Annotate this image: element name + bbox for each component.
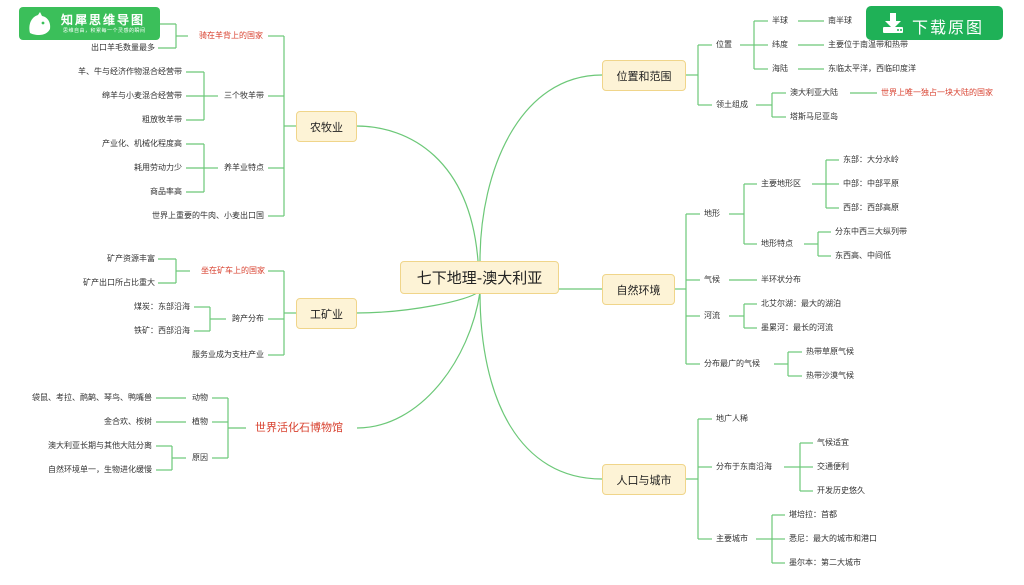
museum-leaf: 金合欢、桉树 [104,417,152,426]
museum-plant: 植物 [192,417,208,426]
nat-leaf: 东部：大分水岭 [843,155,899,164]
nat-regions: 主要地形区 [761,179,801,188]
nat-widest-climate: 分布最广的气候 [704,359,760,368]
mine-distribution: 跨产分布 [232,314,264,323]
nat-terrain: 地形 [704,209,720,218]
brand-logo[interactable]: 知犀思维导图 思维自由，积累每一个灵感的瞬间 [19,7,160,40]
museum-leaf: 自然环境单一，生物进化缓慢 [48,465,152,474]
nat-leaf: 分东中西三大纵列带 [835,227,907,236]
loc-key: 纬度 [772,40,788,49]
loc-island: 塔斯马尼亚岛 [790,112,838,121]
topic-fossil-museum[interactable]: 世界活化石博物馆 [255,421,343,434]
mine-cart-nation: 坐在矿车上的国家 [201,266,265,275]
download-button[interactable]: 下载原图 [866,6,1003,40]
topic-location[interactable]: 位置和范围 [602,60,686,91]
agri-leaf: 羊、牛与经济作物混合经营带 [78,67,182,76]
agri-export: 世界上重要的牛肉、小麦出口国 [152,211,264,220]
museum-leaf: 袋鼠、考拉、鸸鹋、琴鸟、鸭嘴兽 [32,393,152,402]
agri-sheep-belts: 三个牧羊带 [224,91,264,100]
rhino-logo-icon [29,12,51,35]
loc-position: 位置 [716,40,732,49]
pop-southeast: 分布于东南沿海 [716,462,772,471]
topic-population[interactable]: 人口与城市 [602,464,686,495]
loc-mainland: 澳大利亚大陆 [790,88,838,97]
mine-service: 服务业成为支柱产业 [192,350,264,359]
nat-leaf: 中部：中部平原 [843,179,899,188]
agri-sheep-features: 养羊业特点 [224,163,264,172]
topic-environment[interactable]: 自然环境 [602,274,675,305]
pop-leaf: 交通便利 [817,462,849,471]
loc-key: 海陆 [772,64,788,73]
mine-leaf: 铁矿：西部沿海 [134,326,190,335]
loc-value: 主要位于南温带和热带 [828,40,908,49]
root-topic[interactable]: 七下地理-澳大利亚 [400,261,559,294]
museum-reason: 原因 [192,453,208,462]
pop-leaf: 气候适宜 [817,438,849,447]
loc-key: 半球 [772,16,788,25]
nat-features: 地形特点 [761,239,793,248]
pop-cities: 主要城市 [716,534,748,543]
nat-leaf: 半环状分布 [761,275,801,284]
nat-leaf: 北艾尔湖：最大的湖泊 [761,299,841,308]
museum-animal: 动物 [192,393,208,402]
loc-mainland-note: 世界上唯一独占一块大陆的国家 [881,88,993,97]
loc-value: 南半球 [828,16,852,25]
nat-river: 河流 [704,311,720,320]
pop-leaf: 墨尔本：第二大城市 [789,558,861,567]
nat-leaf: 西部：西部高原 [843,203,899,212]
pop-sparse: 地广人稀 [716,414,748,423]
brand-slogan: 思维自由，积累每一个灵感的瞬间 [63,28,146,34]
loc-value: 东临太平洋，西临印度洋 [828,64,916,73]
mine-leaf: 矿产出口所占比重大 [83,278,155,287]
mine-leaf: 煤炭：东部沿海 [134,302,190,311]
agri-leaf: 绵羊与小麦混合经营带 [102,91,182,100]
nat-leaf: 热带草原气候 [806,347,854,356]
nat-leaf: 东西高、中间低 [835,251,891,260]
nat-leaf: 热带沙漠气候 [806,371,854,380]
agri-leaf: 粗放牧羊带 [142,115,182,124]
agri-leaf: 商品率高 [150,187,182,196]
mine-leaf: 矿产资源丰富 [107,254,155,263]
agri-leaf: 产业化、机械化程度高 [102,139,182,148]
museum-leaf: 澳大利亚长期与其他大陆分离 [48,441,152,450]
pop-leaf: 悉尼：最大的城市和港口 [789,534,877,543]
nat-climate: 气候 [704,275,720,284]
pop-leaf: 堪培拉：首都 [789,510,837,519]
nat-leaf: 墨累河：最长的河流 [761,323,833,332]
loc-territory: 领土组成 [716,100,748,109]
brand-name: 知犀思维导图 [61,13,146,27]
download-icon [883,13,903,33]
agri-leaf: 耗用劳动力少 [134,163,182,172]
pop-leaf: 开发历史悠久 [817,486,865,495]
agri-sheep-nation: 骑在羊背上的国家 [199,31,263,40]
topic-agriculture[interactable]: 农牧业 [296,111,357,142]
topic-industry[interactable]: 工矿业 [296,298,357,329]
agri-leaf: 出口羊毛数量最多 [91,43,155,52]
download-label: 下载原图 [912,18,985,37]
